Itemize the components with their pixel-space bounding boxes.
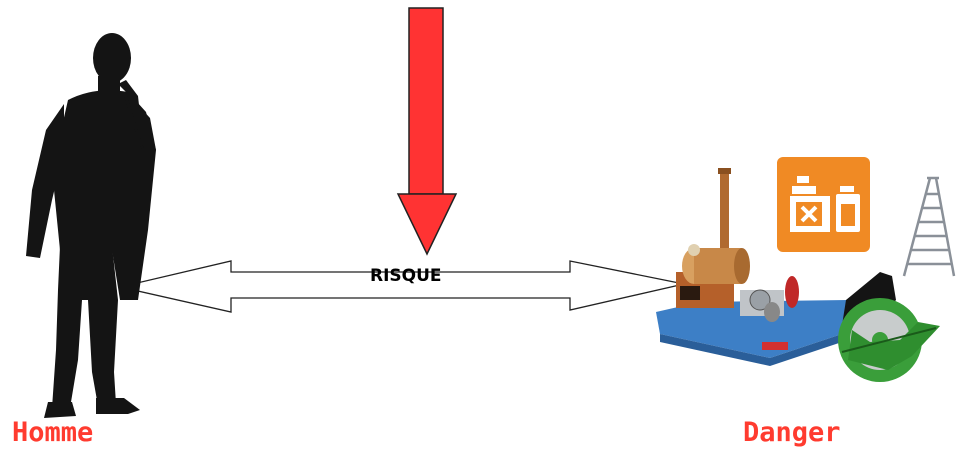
red-down-arrow: [396, 7, 458, 256]
ladder-icon: [902, 176, 956, 277]
man-silhouette-icon: [26, 33, 156, 418]
steam-engine-icon: [656, 168, 860, 366]
danger-label: Danger: [743, 417, 841, 448]
risque-label: RISQUE: [370, 266, 442, 286]
homme-label: Homme: [12, 417, 94, 448]
circular-saw-icon: [838, 272, 940, 382]
chemical-hazard-icon: [777, 157, 870, 252]
